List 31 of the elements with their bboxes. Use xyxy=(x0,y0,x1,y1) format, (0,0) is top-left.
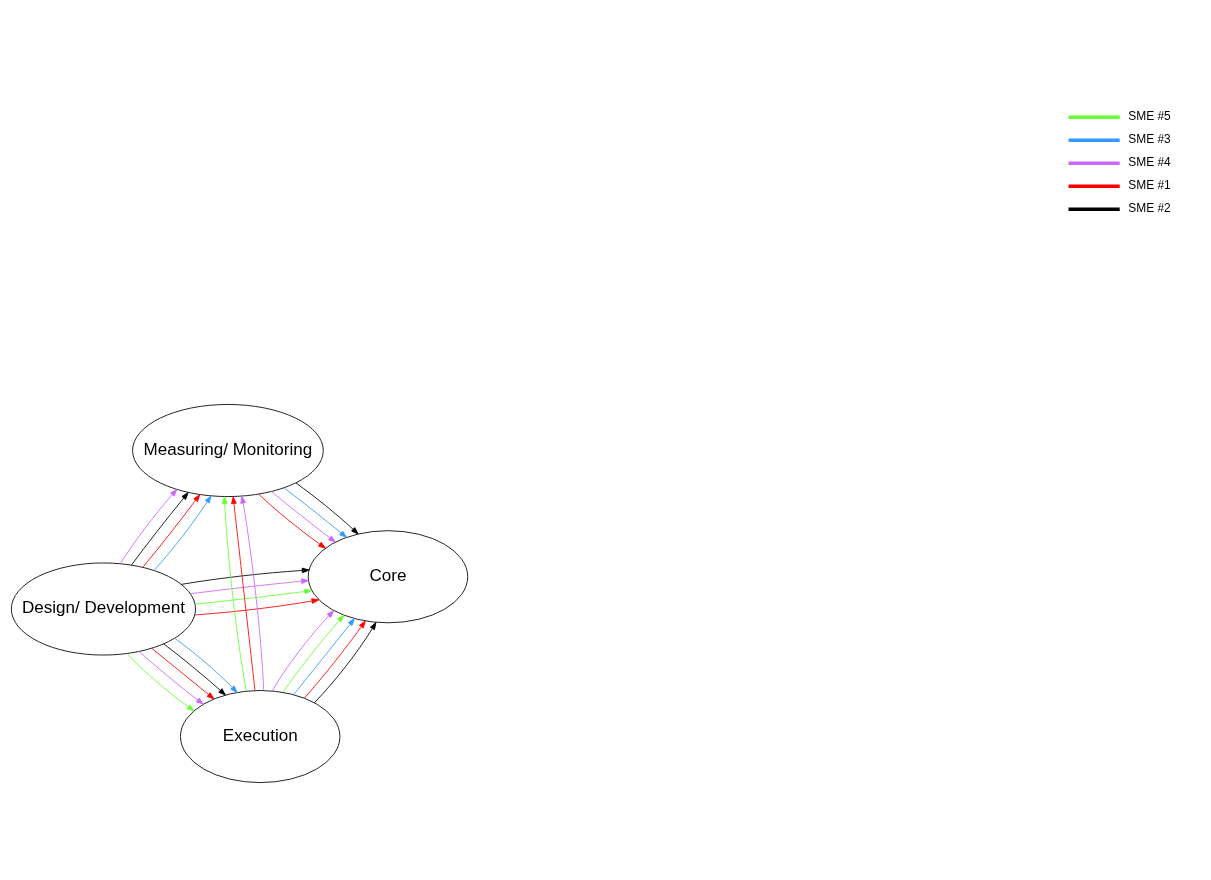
arrow xyxy=(151,647,215,699)
legend-label: SME #2 xyxy=(1128,200,1171,215)
arrow xyxy=(303,620,366,699)
arrow xyxy=(163,642,226,695)
arrow xyxy=(138,650,204,704)
legend-label: SME #1 xyxy=(1128,177,1171,192)
arrow xyxy=(153,495,212,571)
legend-label: SME #4 xyxy=(1128,154,1171,169)
arrow xyxy=(190,577,309,594)
arrow xyxy=(126,652,195,711)
arrow xyxy=(258,493,326,549)
arrow xyxy=(174,637,238,693)
arrow xyxy=(221,495,247,691)
arrow xyxy=(240,495,265,691)
arrow xyxy=(131,491,189,565)
arrow xyxy=(293,617,355,695)
arrow xyxy=(180,567,310,585)
legend-label: SME #5 xyxy=(1128,108,1171,123)
arrow xyxy=(119,488,178,564)
arrow xyxy=(231,495,256,691)
arrow xyxy=(194,588,313,604)
arrow xyxy=(271,609,335,691)
arrow xyxy=(142,493,201,568)
arrow xyxy=(270,490,336,542)
arrow xyxy=(283,487,347,538)
arrow xyxy=(194,597,320,615)
arrow xyxy=(282,614,345,692)
arrow xyxy=(295,482,359,534)
node-ellipse: Design/ Development xyxy=(10,562,196,655)
legend-label: SME #3 xyxy=(1128,131,1171,146)
arrow xyxy=(314,621,377,703)
